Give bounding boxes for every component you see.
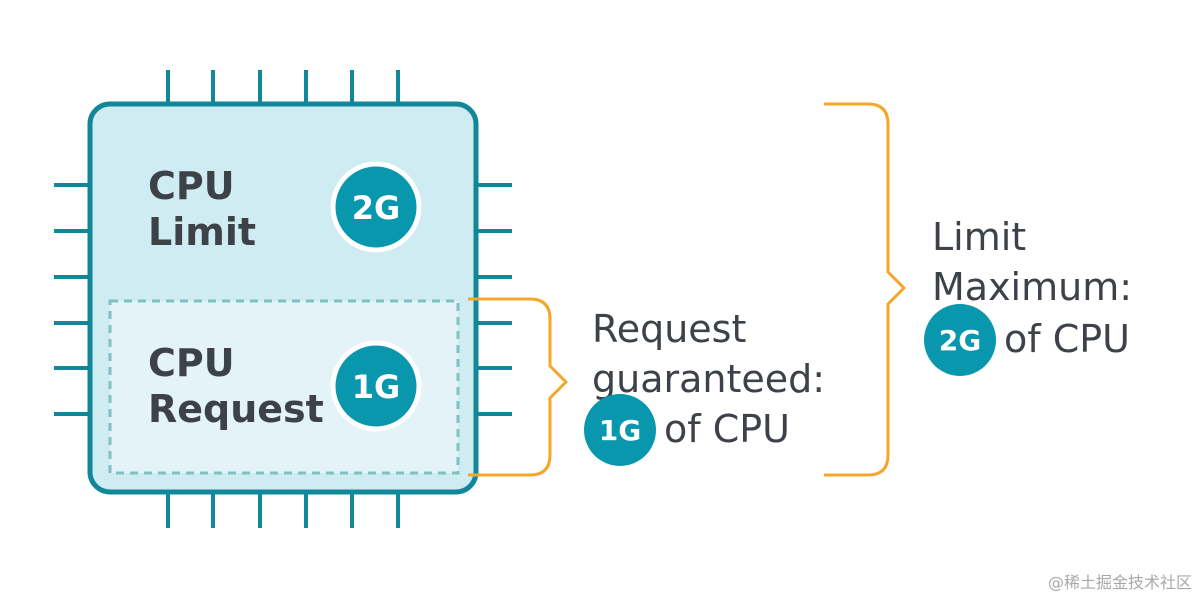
request-note-suffix: of CPU (664, 407, 790, 451)
limit-badge-text: 2G (352, 189, 401, 227)
cpu-limit-label: CPU Limit (148, 164, 256, 254)
limit-note-badge: 2G (924, 304, 996, 376)
request-bracket (468, 297, 568, 477)
limit-note-badge-text: 2G (939, 324, 981, 357)
cpu-limit-line1: CPU (148, 164, 235, 208)
cpu-request-line2: Request (148, 387, 324, 431)
request-note: Request guaranteed: (592, 307, 825, 401)
cpu-request-label: CPU Request (148, 341, 324, 431)
cpu-request-line1: CPU (148, 341, 235, 385)
chip-pins (54, 70, 512, 528)
request-note-badge: 1G (584, 394, 656, 466)
request-note-line1: Request (592, 307, 746, 351)
limit-note-suffix: of CPU (1004, 317, 1130, 361)
watermark-text: @稀土掘金技术社区 (1048, 573, 1192, 592)
limit-note-line2: Maximum: (932, 265, 1132, 309)
request-badge-text: 1G (352, 368, 401, 406)
limit-badge: 2G (330, 161, 422, 253)
limit-bracket (824, 102, 906, 477)
cpu-limit-line2: Limit (148, 210, 256, 254)
request-note-line2: guaranteed: (592, 357, 825, 401)
limit-note-line1: Limit (932, 215, 1026, 259)
request-note-badge-text: 1G (599, 414, 641, 447)
limit-note: Limit Maximum: (932, 215, 1132, 309)
request-badge: 1G (330, 340, 422, 432)
